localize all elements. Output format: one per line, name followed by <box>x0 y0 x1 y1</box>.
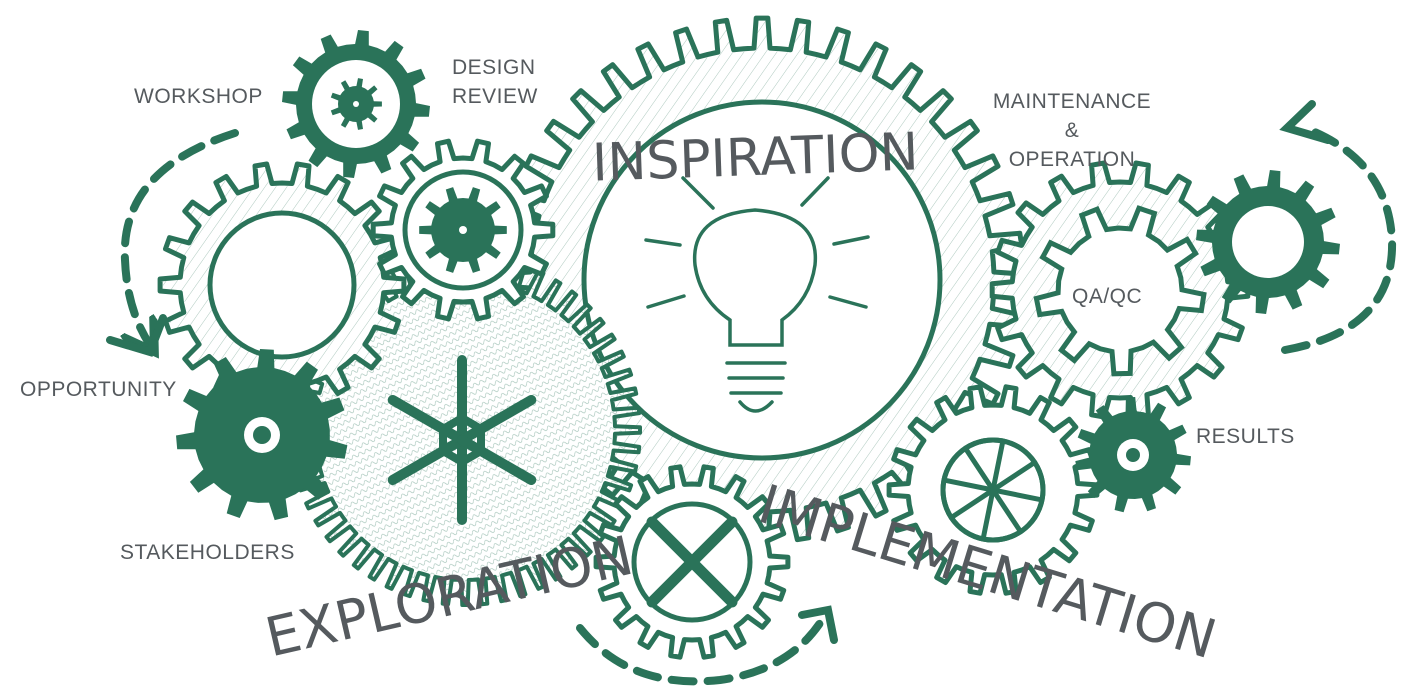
label-qaqc: QA/QC <box>1072 285 1143 308</box>
gear-workshop-core <box>330 78 382 130</box>
gear-implementation-spokes <box>941 438 1045 542</box>
label-opportunity: OPPORTUNITY <box>20 375 177 404</box>
label-stakeholders: STAKEHOLDERS <box>120 541 295 564</box>
label-workshop: WORKSHOP <box>134 85 263 108</box>
gear-exploration-spokes-spoke <box>457 395 537 445</box>
gear-implementation-spokes-spoke <box>962 445 996 493</box>
gear-implementation-spokes-spoke <box>980 487 996 542</box>
gear-implementation-spokes-spoke <box>990 438 1006 493</box>
gear-opportunity-hub <box>253 426 271 444</box>
gear-bottom-wheel-spoke-b <box>646 516 738 608</box>
gear-maintenance <box>1196 170 1340 314</box>
bulb-ray-1 <box>681 176 715 210</box>
gear-workshop-core-hole <box>353 101 359 107</box>
gear-implementation-spokes-spoke <box>990 459 1038 493</box>
bulb-ray-4 <box>832 235 870 246</box>
gear-implementation-spokes-spoke <box>941 477 996 493</box>
label-maintenance-line2: & <box>1064 119 1080 142</box>
gear-design-review-core <box>419 187 507 273</box>
label-design-review: DESIGN REVIEW <box>452 53 538 111</box>
label-design-review-line2: REVIEW <box>452 85 538 108</box>
gear-implementation-spokes-spoke <box>948 487 996 521</box>
bulb-tip <box>738 400 774 413</box>
gear-design-review-core-hole <box>459 226 467 234</box>
cycle-arrow-icon-left <box>125 129 239 345</box>
gear-implementation-rim <box>940 437 1046 543</box>
gear-left-ring <box>157 161 407 409</box>
gear-qaqc-inner <box>1033 205 1207 377</box>
bulb-ray-6 <box>828 295 868 309</box>
label-maintenance-line3: OPERATION <box>1008 148 1136 171</box>
gear-exploration-spokes-spoke <box>457 435 537 485</box>
arrowhead-bottom <box>798 605 838 644</box>
arrowhead-right <box>1279 100 1332 144</box>
bulb-glass <box>692 208 818 347</box>
gear-results-hub <box>1126 448 1140 462</box>
gear-maintenance-hole <box>1232 206 1304 278</box>
gear-left-ring-hole <box>207 210 357 360</box>
gear-implementation-spokes-spoke <box>990 487 1045 503</box>
gear-exploration-spokes-spoke <box>387 435 467 485</box>
bulb-ray-3 <box>644 238 682 247</box>
gear-inspiration-hole <box>581 99 943 461</box>
label-maintenance-operation: MAINTENANCE & OPERATION <box>980 87 1164 174</box>
gear-exploration-spokes <box>387 355 537 525</box>
label-results: RESULTS <box>1196 425 1295 448</box>
label-maintenance-line1: MAINTENANCE <box>992 90 1152 113</box>
gear-exploration-spokes-spoke <box>387 395 467 445</box>
stage-inspiration: INSPIRATION <box>591 122 919 193</box>
bulb-ray-2 <box>800 176 830 207</box>
arrowhead-left <box>106 314 167 357</box>
gear-implementation-spokes-spoke <box>990 487 1024 535</box>
bulb-ray-5 <box>646 294 686 309</box>
label-design-review-line1: DESIGN <box>452 56 536 79</box>
lightbulb-icon <box>644 176 870 413</box>
cycle-arrow-icon-bottom <box>576 616 826 686</box>
gear-exploration-hub <box>439 413 485 467</box>
cycle-arrow-icon-right <box>1281 124 1397 354</box>
